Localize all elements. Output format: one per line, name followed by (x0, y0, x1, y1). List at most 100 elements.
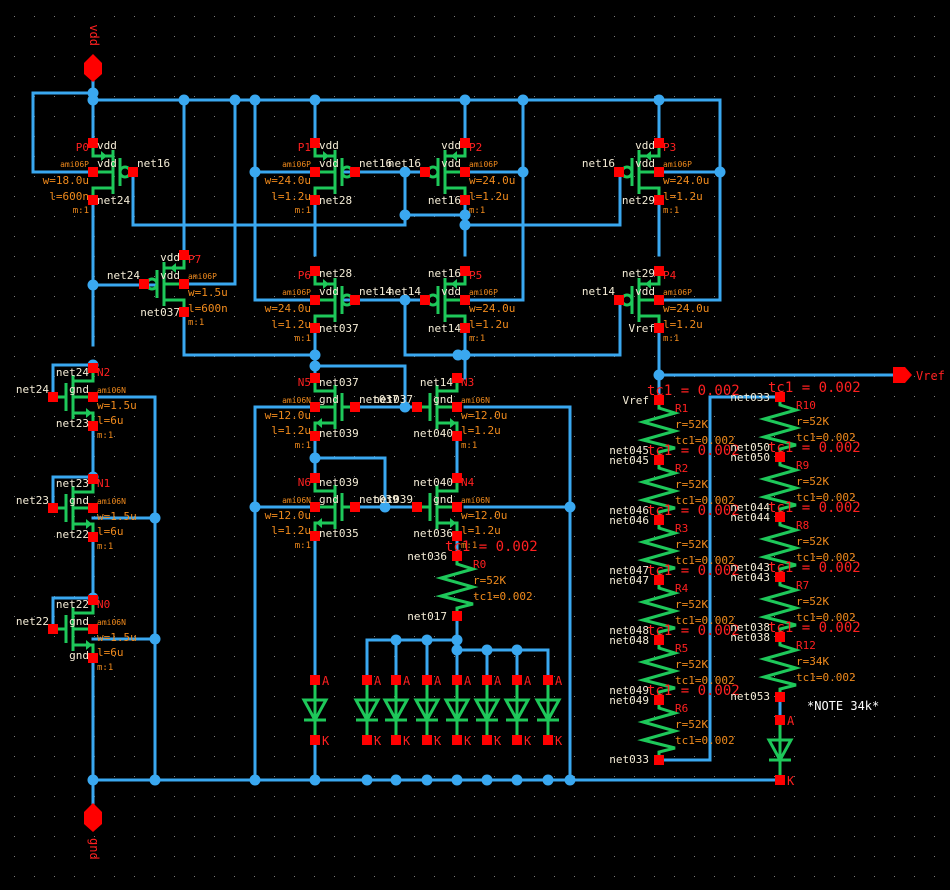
gate-pin[interactable] (412, 402, 422, 412)
resistor-R7[interactable] (758, 577, 802, 637)
drain-pin[interactable] (88, 595, 98, 605)
wire-net22[interactable] (51, 596, 95, 631)
body-pin[interactable] (88, 503, 98, 513)
wire[interactable] (182, 98, 237, 286)
body-pin[interactable] (654, 295, 664, 305)
gate-pin[interactable] (48, 392, 58, 402)
resistor-top-pin[interactable] (654, 515, 664, 525)
drain-pin[interactable] (310, 195, 320, 205)
body-pin[interactable] (452, 502, 462, 512)
source-pin[interactable] (88, 421, 98, 431)
drain-pin[interactable] (88, 474, 98, 484)
body-pin[interactable] (310, 295, 320, 305)
source-pin[interactable] (310, 138, 320, 148)
drain-pin[interactable] (460, 323, 470, 333)
anode-pin[interactable] (452, 675, 462, 685)
cathode-pin[interactable] (391, 735, 401, 745)
drain-pin[interactable] (452, 473, 462, 483)
resistor-top-pin[interactable] (775, 632, 785, 642)
gate-pin[interactable] (614, 295, 624, 305)
diode[interactable]: AK (413, 674, 442, 748)
body-pin[interactable] (88, 392, 98, 402)
source-pin[interactable] (310, 531, 320, 541)
resistor-R3[interactable] (637, 520, 681, 580)
cathode-pin[interactable] (543, 735, 553, 745)
source-pin[interactable] (460, 138, 470, 148)
diode[interactable]: AK (443, 674, 472, 748)
pmos-P7[interactable] (144, 255, 186, 312)
drain-pin[interactable] (310, 373, 320, 383)
anode-pin[interactable] (391, 675, 401, 685)
resistor-top-pin[interactable] (654, 455, 664, 465)
resistor-R8[interactable] (758, 517, 802, 577)
drain-pin[interactable] (310, 323, 320, 333)
source-pin[interactable] (654, 266, 664, 276)
source-pin[interactable] (460, 266, 470, 276)
resistor-R9[interactable] (758, 457, 802, 517)
gate-pin[interactable] (614, 167, 624, 177)
cathode-pin[interactable] (775, 775, 785, 785)
resistor-bottom-pin[interactable] (775, 692, 785, 702)
body-pin[interactable] (460, 295, 470, 305)
body-pin[interactable] (310, 167, 320, 177)
gate-pin[interactable] (412, 502, 422, 512)
wire-net017[interactable] (365, 618, 459, 680)
source-pin[interactable] (88, 532, 98, 542)
wire-vdd-loop[interactable] (31, 91, 95, 174)
resistor-top-pin[interactable] (775, 512, 785, 522)
body-pin[interactable] (88, 167, 98, 177)
body-pin[interactable] (654, 167, 664, 177)
source-pin[interactable] (88, 138, 98, 148)
wire-net14[interactable] (403, 298, 622, 357)
wire-net039[interactable] (313, 456, 387, 509)
source-pin[interactable] (310, 266, 320, 276)
gate-pin[interactable] (420, 295, 430, 305)
gate-pin[interactable] (139, 279, 149, 289)
wire-body[interactable] (91, 395, 157, 782)
anode-pin[interactable] (482, 675, 492, 685)
wire-net037[interactable] (313, 364, 407, 409)
wire-gnd-body[interactable] (253, 405, 317, 782)
cathode-pin[interactable] (310, 735, 320, 745)
resistor-R10[interactable] (758, 397, 802, 457)
cathode-pin[interactable] (512, 735, 522, 745)
resistor-top-pin[interactable] (775, 452, 785, 462)
source-pin[interactable] (452, 431, 462, 441)
gate-pin[interactable] (48, 503, 58, 513)
body-pin[interactable] (310, 402, 320, 412)
diode[interactable]: AK (766, 714, 795, 788)
resistor-top-pin[interactable] (775, 392, 785, 402)
wire-net037[interactable] (182, 311, 317, 357)
anode-pin[interactable] (422, 675, 432, 685)
pin-vref[interactable]: Vref (893, 367, 945, 383)
drain-pin[interactable] (88, 363, 98, 373)
resistor-R2[interactable] (637, 460, 681, 520)
gnd-pin-icon[interactable] (84, 803, 102, 832)
wire-gnd-body[interactable] (463, 405, 572, 782)
resistor-R4[interactable] (637, 580, 681, 640)
source-pin[interactable] (654, 138, 664, 148)
anode-pin[interactable] (543, 675, 553, 685)
vref-pin-icon[interactable] (893, 367, 912, 383)
diode[interactable]: AK (503, 674, 532, 748)
wire-net16[interactable] (131, 170, 467, 227)
gate-pin[interactable] (48, 624, 58, 634)
resistor-top-pin[interactable] (654, 575, 664, 585)
drain-pin[interactable] (179, 307, 189, 317)
anode-pin[interactable] (310, 675, 320, 685)
resistor-top-pin[interactable] (452, 551, 462, 561)
drain-pin[interactable] (452, 373, 462, 383)
gate-pin[interactable] (128, 167, 138, 177)
source-pin[interactable] (310, 431, 320, 441)
resistor-top-pin[interactable] (654, 395, 664, 405)
resistor-top-pin[interactable] (654, 635, 664, 645)
drain-pin[interactable] (310, 473, 320, 483)
body-pin[interactable] (88, 624, 98, 634)
gate-pin[interactable] (420, 167, 430, 177)
resistor-bottom-pin[interactable] (654, 755, 664, 765)
gate-pin[interactable] (350, 402, 360, 412)
gate-pin[interactable] (350, 502, 360, 512)
body-pin[interactable] (310, 502, 320, 512)
resistor-R12[interactable] (758, 637, 802, 697)
